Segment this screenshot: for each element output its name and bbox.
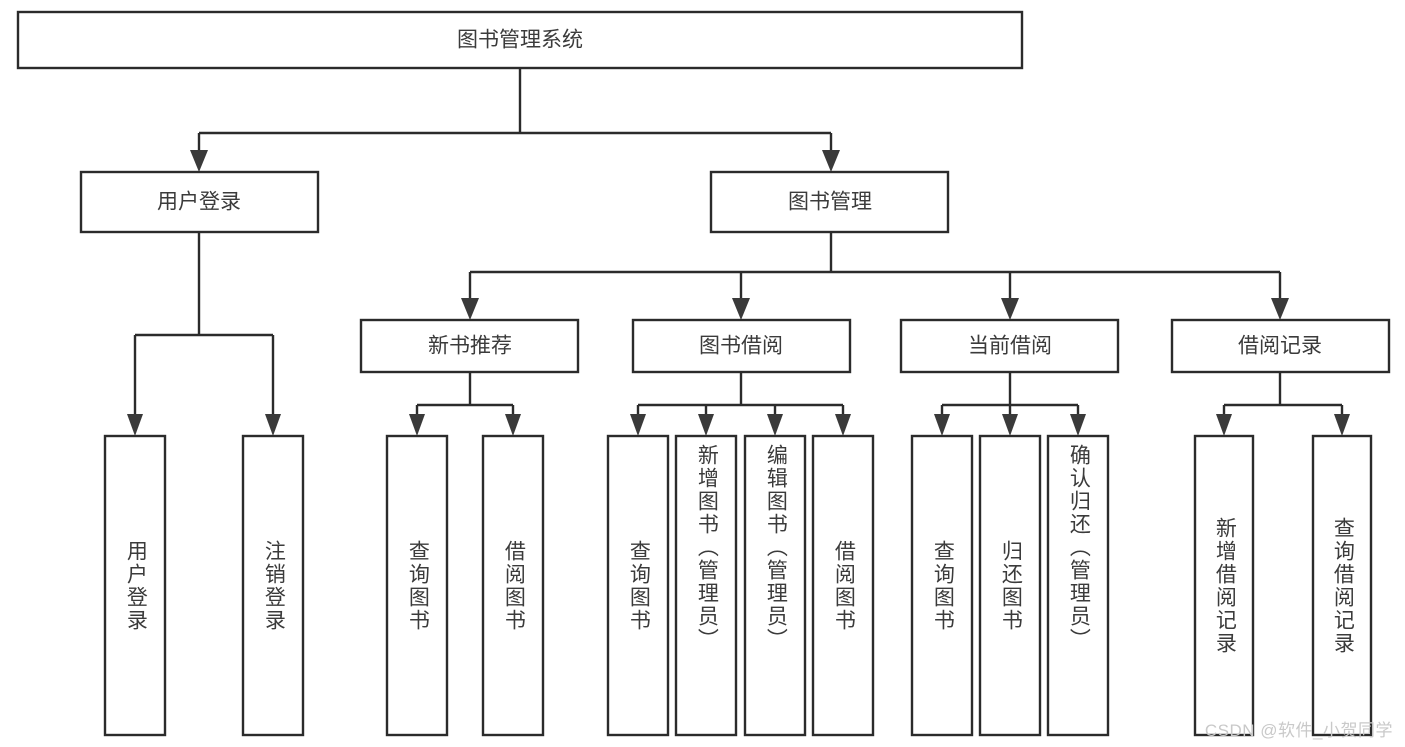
node-new-book-recommend-box[interactable]: [359, 318, 580, 374]
node-leaf-user-login-label: 用户登录: [124, 539, 148, 632]
node-leaf-return-book-label: 归还图书: [999, 539, 1023, 632]
node-leaf-confirm-return-label: 确认归还（管理员）: [1067, 444, 1091, 651]
node-leaf-add-book-box[interactable]: [674, 434, 738, 737]
node-book-manage-box[interactable]: [709, 170, 950, 234]
leaf-label-wrap-add-book: 新增图书（管理员）: [676, 444, 736, 735]
node-leaf-edit-book-label: 编辑图书（管理员）: [764, 444, 788, 651]
leaf-label-wrap-query-book-3: 查询图书: [912, 436, 972, 735]
leaf-label-wrap-confirm-return: 确认归还（管理员）: [1048, 444, 1108, 735]
connector-group-root: [190, 68, 840, 172]
node-leaf-query-record-box[interactable]: [1311, 434, 1373, 737]
connector-group-book-manage: [461, 232, 1289, 320]
leaf-label-wrap-borrow-book-2: 借阅图书: [813, 436, 873, 735]
node-borrow-record[interactable]: 借阅记录: [1170, 318, 1391, 374]
node-leaf-query-book-1-label: 查询图书: [406, 539, 430, 632]
node-leaf-query-book-1-box[interactable]: [385, 434, 449, 737]
node-user-login[interactable]: 用户登录: [79, 170, 320, 234]
leaf-label-wrap-return-book: 归还图书: [980, 436, 1040, 735]
node-leaf-borrow-book-2-label: 借阅图书: [832, 539, 856, 632]
leaf-label-wrap-edit-book: 编辑图书（管理员）: [745, 444, 805, 735]
arrow-head-borrow-record: [1271, 298, 1289, 320]
node-book-manage[interactable]: 图书管理: [709, 170, 950, 234]
leaf-label-wrap-user-logout: 注销登录: [243, 436, 303, 735]
arrow-head-leaf-add-book: [698, 414, 714, 436]
node-leaf-edit-book-box[interactable]: [743, 434, 807, 737]
arrow-head-leaf-edit-book: [767, 414, 783, 436]
node-new-book-recommend[interactable]: 新书推荐: [359, 318, 580, 374]
arrow-head-user-login: [190, 150, 208, 172]
connector-group-user-login: [127, 232, 281, 436]
node-leaf-user-logout-box[interactable]: [241, 434, 305, 737]
leaf-label-wrap-add-record: 新增借阅记录: [1195, 436, 1253, 735]
node-leaf-user-logout-label: 注销登录: [262, 539, 286, 632]
arrow-head-new-book-recommend: [461, 298, 479, 320]
connector-group-new-book-recommend: [409, 372, 521, 436]
node-root-label: 图书管理系统: [457, 29, 583, 52]
node-user-login-label: 用户登录: [157, 191, 241, 214]
arrow-head-leaf-confirm-return: [1070, 414, 1086, 436]
node-book-borrow[interactable]: 图书借阅: [631, 318, 852, 374]
arrow-head-leaf-query-book-3: [934, 414, 950, 436]
node-leaf-query-book-3-label: 查询图书: [931, 539, 955, 632]
node-current-borrow[interactable]: 当前借阅: [899, 318, 1120, 374]
node-leaf-borrow-book-1-box[interactable]: [481, 434, 545, 737]
connector-group-book-borrow: [630, 372, 851, 436]
node-leaf-add-record-label: 新增借阅记录: [1213, 516, 1237, 655]
node-leaf-confirm-return-box[interactable]: [1046, 434, 1110, 737]
node-leaf-borrow-book-2-box[interactable]: [811, 434, 875, 737]
csdn-watermark: CSDN @软件_小贺同学: [1204, 721, 1393, 740]
node-leaf-query-book-2-box[interactable]: [606, 434, 670, 737]
leaf-label-wrap-borrow-book-1: 借阅图书: [483, 436, 543, 735]
node-current-borrow-label: 当前借阅: [968, 335, 1052, 358]
arrow-head-leaf-query-book-2: [630, 414, 646, 436]
node-root[interactable]: 图书管理系统: [16, 10, 1024, 70]
node-book-borrow-label: 图书借阅: [699, 335, 783, 358]
arrow-head-book-manage: [822, 150, 840, 172]
node-leaf-add-record-box[interactable]: [1193, 434, 1255, 737]
leaf-box-group: [103, 434, 1373, 737]
arrow-head-leaf-return-book: [1002, 414, 1018, 436]
arrow-head-leaf-borrow-book-1: [505, 414, 521, 436]
node-borrow-record-box[interactable]: [1170, 318, 1391, 374]
node-book-borrow-box[interactable]: [631, 318, 852, 374]
node-leaf-user-login-box[interactable]: [103, 434, 167, 737]
arrow-head-leaf-add-record: [1216, 414, 1232, 436]
node-leaf-query-record-label: 查询借阅记录: [1331, 516, 1355, 655]
leaf-label-wrap-query-book-1: 查询图书: [387, 436, 447, 735]
arrow-head-leaf-user-login: [127, 414, 143, 436]
leaf-label-wrap-user-login: 用户登录: [105, 436, 165, 735]
connector-group-borrow-record: [1216, 372, 1350, 436]
node-user-login-box[interactable]: [79, 170, 320, 234]
leaf-label-wrap-query-record: 查询借阅记录: [1313, 436, 1371, 735]
node-leaf-return-book-box[interactable]: [978, 434, 1042, 737]
arrow-head-leaf-query-book-1: [409, 414, 425, 436]
arrow-head-book-borrow: [732, 298, 750, 320]
arrow-head-leaf-query-record: [1334, 414, 1350, 436]
node-leaf-query-book-3-box[interactable]: [910, 434, 974, 737]
node-current-borrow-box[interactable]: [899, 318, 1120, 374]
arrow-head-current-borrow: [1001, 298, 1019, 320]
connector-group-current-borrow: [934, 372, 1086, 436]
leaf-label-wrap-query-book-2: 查询图书: [608, 436, 668, 735]
node-new-book-recommend-label: 新书推荐: [428, 335, 512, 358]
node-book-manage-label: 图书管理: [788, 191, 872, 214]
node-borrow-record-label: 借阅记录: [1238, 335, 1322, 358]
node-leaf-borrow-book-1-label: 借阅图书: [502, 539, 526, 632]
node-leaf-query-book-2-label: 查询图书: [627, 539, 651, 632]
node-leaf-add-book-label: 新增图书（管理员）: [695, 444, 719, 651]
node-root-box[interactable]: [16, 10, 1024, 70]
arrow-head-leaf-borrow-book-2: [835, 414, 851, 436]
arrow-head-leaf-user-logout: [265, 414, 281, 436]
